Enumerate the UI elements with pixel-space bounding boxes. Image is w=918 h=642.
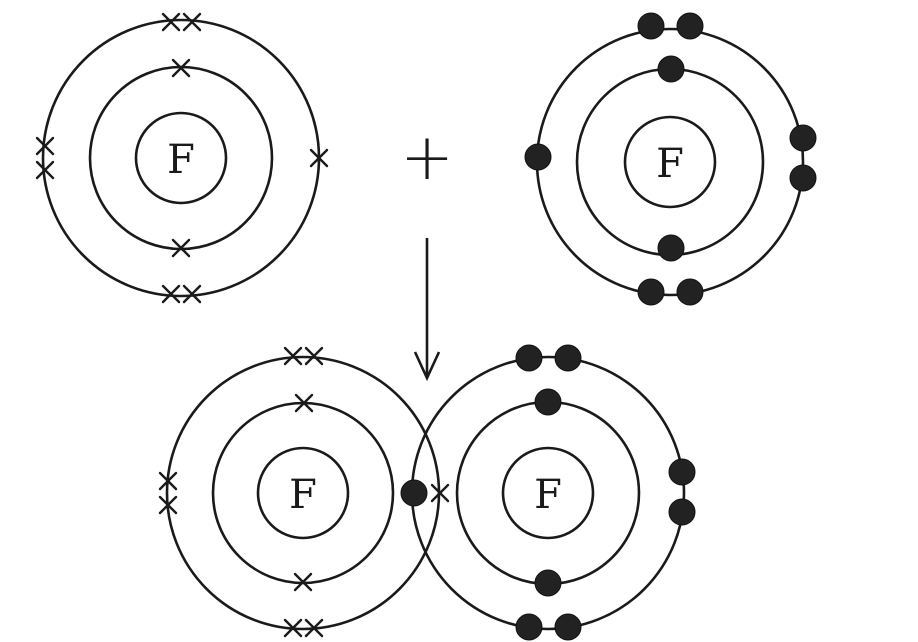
electron-cross — [35, 136, 55, 156]
electron-cross — [304, 618, 324, 638]
molecule-atom-right: F — [410, 344, 696, 641]
electron-cross — [182, 12, 202, 32]
nucleus-symbol: F — [289, 472, 317, 518]
atom-top-right: F — [524, 12, 817, 306]
nucleus — [256, 446, 350, 540]
electron-dot — [676, 278, 704, 306]
plus-sign: + — [400, 121, 454, 195]
electron-dot — [554, 613, 582, 641]
electron-cross — [283, 346, 303, 366]
molecule-atom-left: F — [158, 346, 441, 638]
electron-cross — [182, 284, 202, 304]
electron-dot — [534, 569, 562, 597]
electron-dot — [668, 458, 696, 486]
electron-cross — [304, 346, 324, 366]
atom-top-left: F — [35, 12, 329, 304]
electron-cross — [293, 572, 313, 592]
shared-electron-pair — [400, 479, 450, 507]
nucleus — [623, 115, 717, 209]
electron-dot — [554, 344, 582, 372]
nucleus — [134, 111, 228, 205]
electron-cross — [161, 284, 181, 304]
shared-electron-cross — [430, 483, 450, 503]
electron-dot — [657, 234, 685, 262]
electron-dot — [676, 12, 704, 40]
electron-cross — [171, 58, 191, 78]
electron-cross — [171, 238, 191, 258]
nucleus-symbol: F — [167, 137, 195, 183]
electron-cross — [35, 160, 55, 180]
nucleus-symbol: F — [534, 472, 562, 518]
electron-cross — [309, 148, 329, 168]
molecule-bottom: F F — [158, 344, 696, 641]
electron-dot — [657, 55, 685, 83]
electron-cross — [158, 471, 178, 491]
electron-dot — [515, 344, 543, 372]
electron-dot — [637, 12, 665, 40]
nucleus — [501, 446, 595, 540]
electron-cross — [294, 393, 314, 413]
shared-electron-dot — [400, 479, 428, 507]
electron-dot — [524, 143, 552, 171]
electron-dot — [789, 124, 817, 152]
electron-dot — [668, 498, 696, 526]
electron-dot — [637, 278, 665, 306]
electron-cross — [161, 12, 181, 32]
nucleus-symbol: F — [656, 141, 684, 187]
electron-dot — [789, 164, 817, 192]
electron-dot — [534, 388, 562, 416]
reaction-arrow — [413, 238, 441, 382]
electron-cross — [283, 618, 303, 638]
electron-dot — [515, 613, 543, 641]
electron-cross — [158, 495, 178, 515]
